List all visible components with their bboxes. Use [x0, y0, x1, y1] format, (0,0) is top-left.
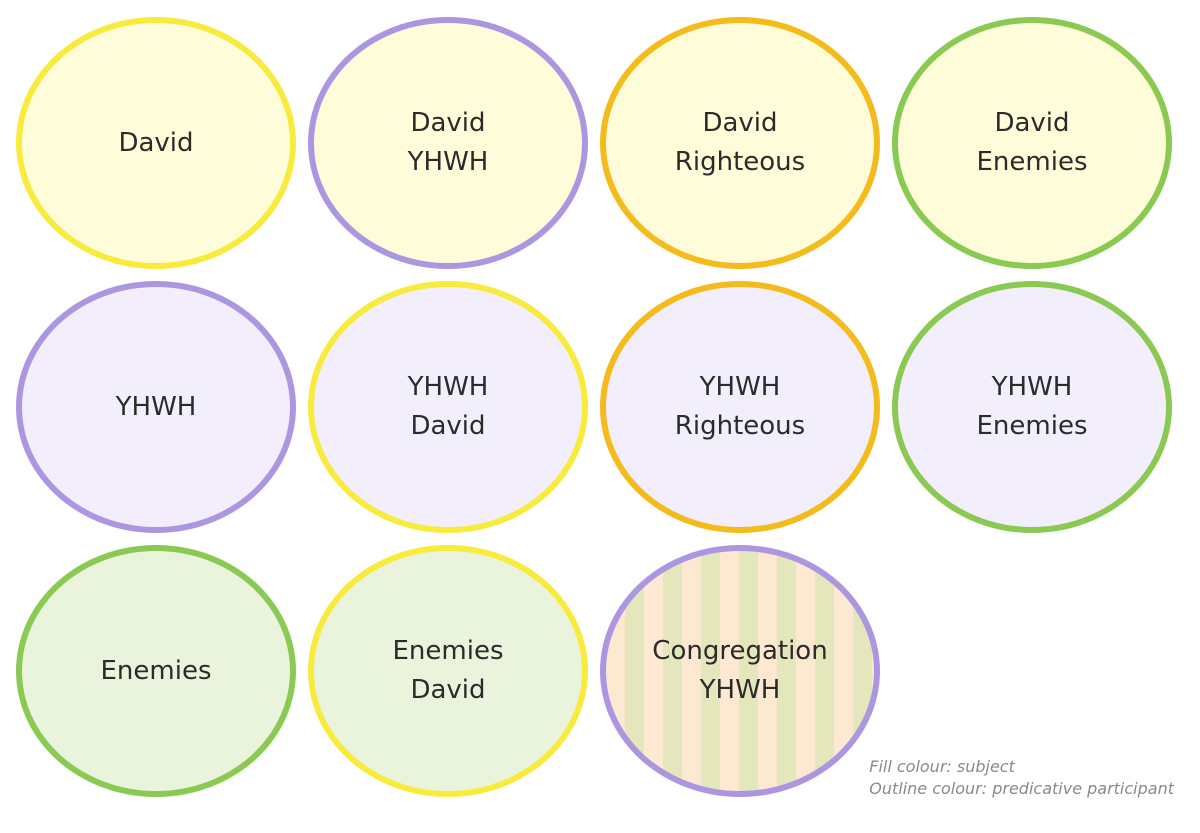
- circle-label-line: Enemies: [100, 655, 212, 686]
- circle-yhwh-enemies: YHWH Enemies: [892, 281, 1172, 533]
- circle-label-line: YHWH: [991, 372, 1073, 402]
- circle-label-line: Congregation: [652, 636, 828, 666]
- circle-label-line: YHWH: [699, 372, 781, 402]
- circle-label-line: David: [410, 411, 486, 441]
- circle-label-line: Righteous: [674, 147, 806, 177]
- circle-label-line: YHWH: [115, 391, 197, 422]
- circle-yhwh-righteous: YHWH Righteous: [600, 281, 880, 533]
- circle-label-line: David: [118, 127, 194, 158]
- circle-label-line: Enemies: [976, 147, 1088, 177]
- circle-label-line: Righteous: [674, 411, 806, 441]
- circle-label-line: Enemies: [976, 411, 1088, 441]
- circle-enemies: Enemies: [16, 545, 296, 797]
- circle-label-line: David: [410, 108, 486, 138]
- circle-label-line: YHWH: [407, 147, 489, 177]
- circle-label-line: David: [994, 108, 1070, 138]
- circle-label-line: Enemies: [392, 636, 504, 666]
- legend: Fill colour: subject Outline colour: pre…: [869, 756, 1174, 800]
- circle-label-line: YHWH: [407, 372, 489, 402]
- circle-yhwh: YHWH: [16, 281, 296, 533]
- circle-label-line: David: [410, 675, 486, 705]
- circle-david: David: [16, 17, 296, 269]
- circle-yhwh-david: YHWH David: [308, 281, 588, 533]
- legend-outline-text: Outline colour: predicative participant: [869, 779, 1174, 798]
- legend-fill-text: Fill colour: subject: [869, 757, 1015, 776]
- circle-label-line: YHWH: [699, 675, 781, 705]
- circle-label-line: David: [702, 108, 778, 138]
